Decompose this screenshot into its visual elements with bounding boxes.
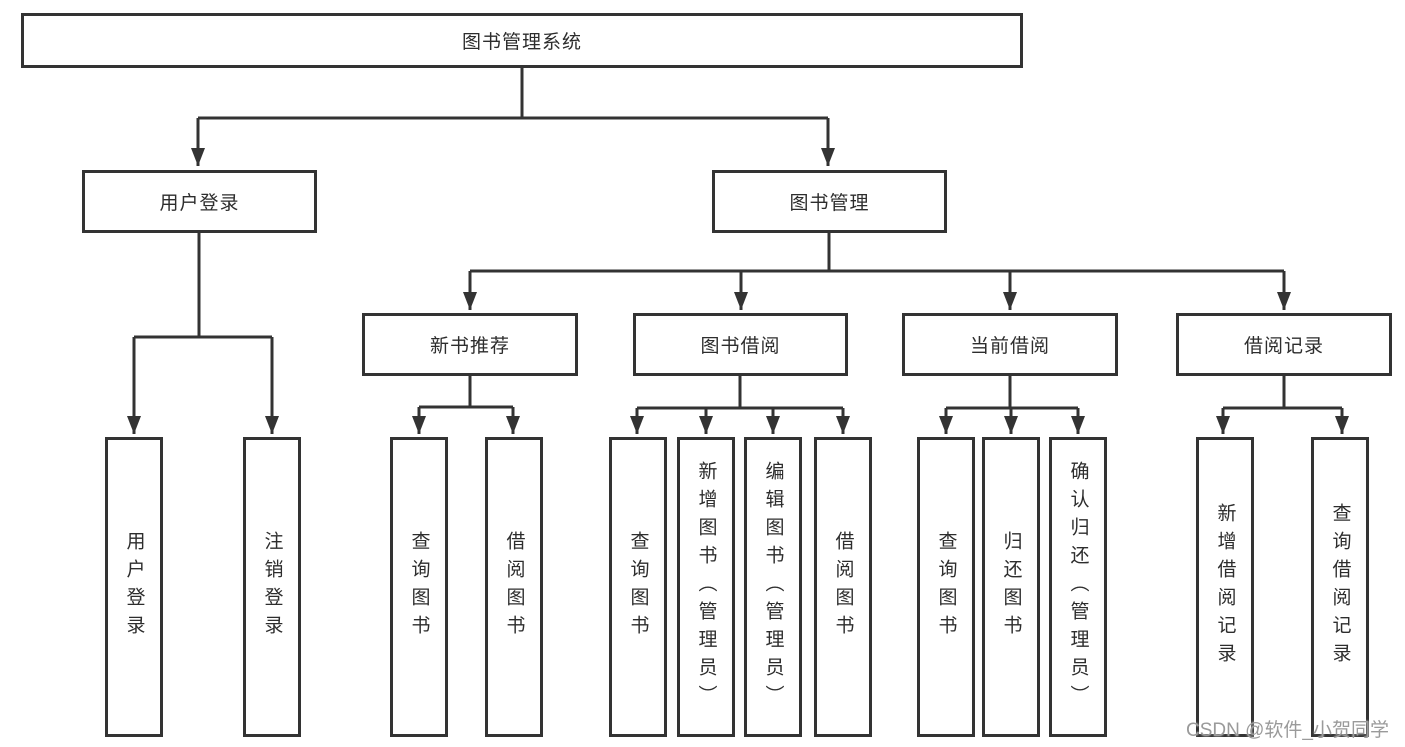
node-leaf-confirm-return-admin: 确认归还（管理员） (1049, 437, 1107, 737)
node-label: 借阅图书 (832, 531, 854, 643)
node-label: 图书管理系统 (461, 32, 582, 53)
node-label: 借阅图书 (503, 531, 525, 643)
node-leaf-query-books-current: 查询图书 (917, 437, 975, 737)
node-leaf-edit-books-admin: 编辑图书（管理员） (744, 437, 802, 737)
node-label: 查询借阅记录 (1329, 503, 1351, 671)
node-leaf-add-books-admin: 新增图书（管理员） (677, 437, 735, 737)
node-new-book-recommendation: 新书推荐 (362, 313, 578, 376)
csdn-watermark: CSDN @软件_小贺同学 (1186, 720, 1389, 741)
node-label: 新书推荐 (429, 336, 510, 357)
node-label: 归还图书 (1000, 531, 1022, 643)
node-leaf-user-login: 用户登录 (105, 437, 163, 737)
node-label: 查询图书 (627, 531, 649, 643)
node-label: 查询图书 (408, 531, 430, 643)
node-label: 确认归还（管理员） (1067, 461, 1089, 713)
node-label: 新增图书（管理员） (695, 461, 717, 713)
node-label: 用户登录 (159, 193, 240, 214)
node-label: 注销登录 (261, 531, 283, 643)
node-leaf-return-books: 归还图书 (982, 437, 1040, 737)
node-leaf-query-books-recommend: 查询图书 (390, 437, 448, 737)
node-leaf-logout: 注销登录 (243, 437, 301, 737)
node-label: 借阅记录 (1243, 336, 1324, 357)
node-leaf-borrow-books: 借阅图书 (814, 437, 872, 737)
node-label: 图书管理 (789, 193, 870, 214)
node-book-management: 图书管理 (712, 170, 947, 233)
node-borrowing-records: 借阅记录 (1176, 313, 1392, 376)
node-label: 图书借阅 (700, 336, 781, 357)
node-current-borrowing: 当前借阅 (902, 313, 1118, 376)
node-leaf-query-borrow-record: 查询借阅记录 (1311, 437, 1369, 737)
node-library-management-system: 图书管理系统 (21, 13, 1023, 68)
node-label: 用户登录 (123, 531, 145, 643)
node-book-borrowing: 图书借阅 (633, 313, 848, 376)
node-label: 编辑图书（管理员） (762, 461, 784, 713)
node-label: 查询图书 (935, 531, 957, 643)
node-leaf-add-borrow-record: 新增借阅记录 (1196, 437, 1254, 737)
node-label: 新增借阅记录 (1214, 503, 1236, 671)
node-label: 当前借阅 (969, 336, 1050, 357)
node-leaf-borrow-books-recommend: 借阅图书 (485, 437, 543, 737)
node-leaf-query-books-borrow: 查询图书 (609, 437, 667, 737)
node-user-login: 用户登录 (82, 170, 317, 233)
